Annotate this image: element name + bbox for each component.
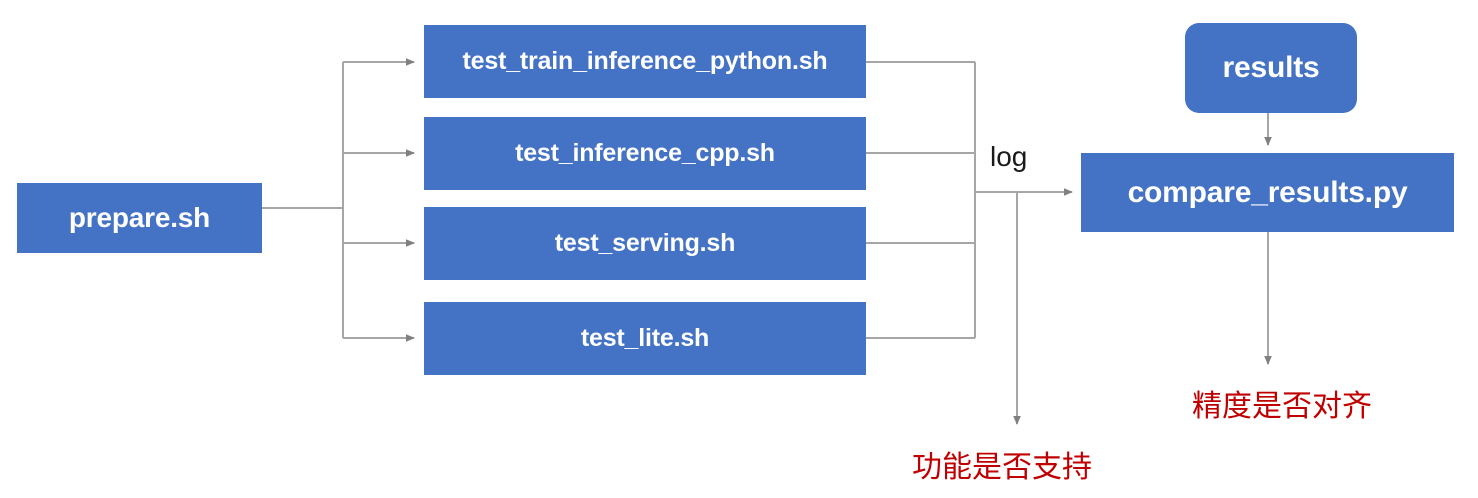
- node-prepare-sh[interactable]: prepare.sh: [17, 183, 262, 253]
- node-test-inference-cpp-sh[interactable]: test_inference_cpp.sh: [424, 117, 866, 190]
- node-test-lite-sh[interactable]: test_lite.sh: [424, 302, 866, 375]
- node-compare-results-py[interactable]: compare_results.py: [1081, 153, 1454, 232]
- note-precision-aligned: 精度是否对齐: [1192, 390, 1372, 423]
- node-test-train-inference-python-sh[interactable]: test_train_inference_python.sh: [424, 25, 866, 98]
- node-test-serving-sh[interactable]: test_serving.sh: [424, 207, 866, 280]
- note-function-supported: 功能是否支持: [912, 451, 1092, 484]
- edge-label-log: log: [990, 141, 1028, 172]
- node-results[interactable]: results: [1185, 23, 1357, 113]
